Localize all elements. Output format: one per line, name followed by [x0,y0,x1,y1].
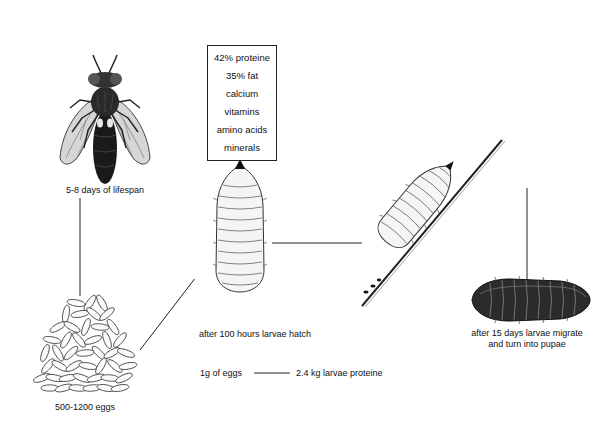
stage-caption: 500-1200 eggs [55,402,115,413]
abdomen-window [107,119,113,128]
egg [71,331,87,349]
stage-caption: 5-8 days of lifespan [66,185,144,196]
egg [83,334,102,346]
larva-drawing [213,159,267,292]
egg [40,357,56,375]
stage-caption: after 15 days larvae migrate and turn in… [468,328,586,350]
fly-eye [110,73,122,85]
nutrient-item: vitamins [225,106,260,118]
nutrient-item: 42% proteine [214,52,270,64]
ratio-dash [254,373,290,374]
egg [94,357,108,376]
frass-dot [377,279,381,282]
egg [98,306,116,322]
stage-line [272,243,362,244]
nutrient-item: 35% fat [226,70,258,82]
nutrient-item: minerals [224,142,260,154]
egg [76,349,94,357]
egg [63,320,82,334]
fly-abdomen [93,112,117,184]
frass-dot [370,284,375,287]
migration-ramp-edge [365,141,505,307]
egg [43,335,62,344]
stage-caption: after 100 hours larvae hatch [199,329,311,340]
larva-segment [380,160,459,244]
fly-head [89,72,121,88]
fly-antenna [93,55,117,73]
abdomen-segment [94,135,116,167]
pupa-drawing [472,276,590,324]
egg [111,383,130,392]
lifecycle-stage: 500-1200 eggs [30,296,140,415]
lifecycle-stage: 5-8 days of lifespan [50,62,160,198]
egg-pile [32,294,137,394]
egg [91,323,109,331]
larva-segment [218,185,262,285]
larva-hair [213,198,267,266]
larva-hair [380,183,441,243]
egg [119,361,138,370]
migrating-larva [369,147,470,256]
stage-line [527,188,528,280]
egg [79,361,98,370]
nutrient-item: amino acids [217,124,268,136]
lifecycle-stage: after 100 hours larvae hatch [195,160,316,342]
fly-drawing [60,55,150,184]
egg [112,331,128,349]
larva-body [372,155,463,253]
ratio-label: 2.4 kg larvae proteine [296,367,383,379]
egg [80,317,92,336]
thorax-hair [97,92,113,112]
nutrient-item: calcium [226,88,258,100]
egg [59,331,73,350]
fly-thorax [91,87,119,117]
stage-connector [140,279,195,350]
egg [115,371,134,384]
larva-body [216,165,264,292]
lifecycle-stage: after 15 days larvae migrate and turn in… [464,272,590,352]
egg [61,305,70,324]
pupa-hair [495,276,568,324]
larva-head [445,159,456,170]
stage-connector [80,198,81,296]
fly-eye [88,73,100,85]
frass-dot [363,290,368,293]
migration-ramp [362,140,502,306]
egg [116,347,135,359]
egg [101,330,113,349]
nutrition-box: 42% proteine 35% fat calcium vitamins amino … [207,45,277,161]
abdomen-window [97,119,103,128]
pupa-highlight [480,286,586,297]
ratio-label: 1g of eggs [200,367,242,379]
egg [39,343,51,362]
pupa-body [472,279,590,321]
